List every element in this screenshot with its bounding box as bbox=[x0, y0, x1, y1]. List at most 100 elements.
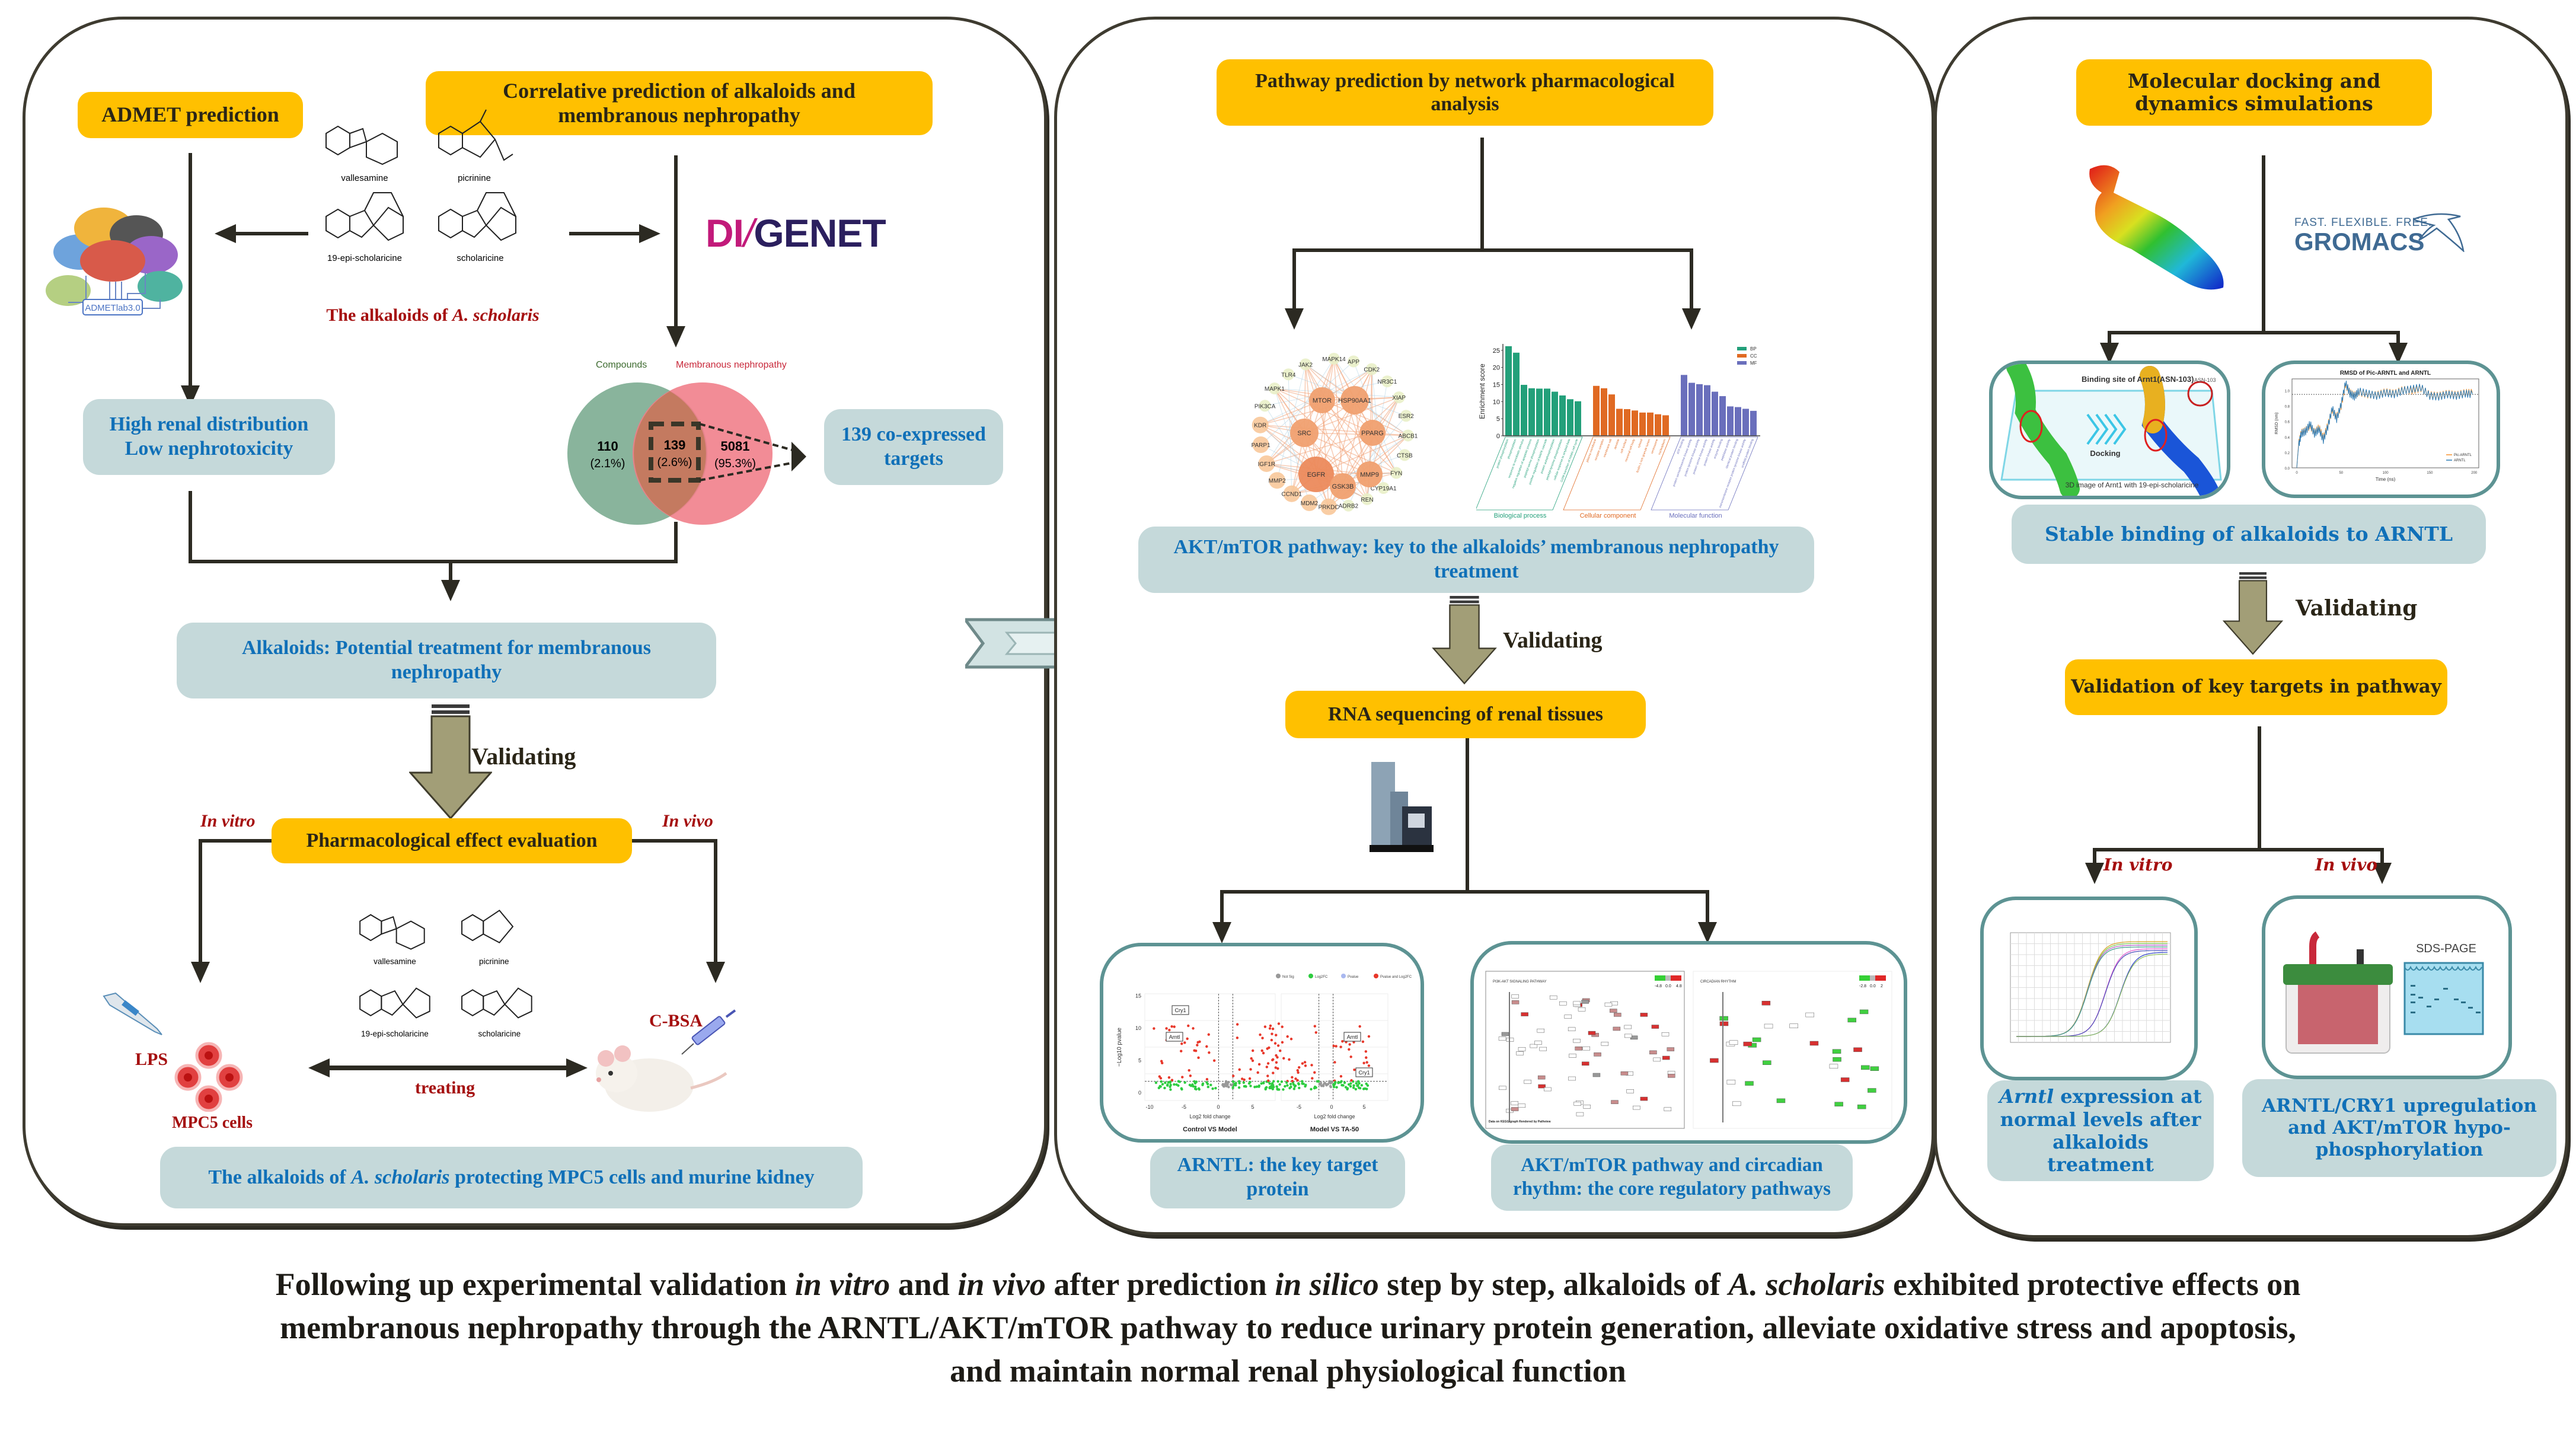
kegg-gene-node bbox=[1538, 1076, 1545, 1079]
gromacs-logo: FAST. FLEXIBLE. FREE. GROMACS bbox=[2294, 216, 2460, 254]
kegg-gene-node bbox=[1594, 1052, 1601, 1056]
protein-surface-icon bbox=[2078, 160, 2238, 296]
volcano-point bbox=[1249, 1077, 1251, 1080]
x-tick-label: -5 bbox=[1182, 1104, 1186, 1110]
network-node-label: CTSB bbox=[1397, 452, 1413, 459]
bar-mf bbox=[1742, 409, 1749, 436]
rmsd-chart-box: RMSD of Pic-ARNTL and ARNTL0.00.20.40.60… bbox=[2262, 361, 2500, 498]
kegg-gene-node bbox=[1569, 1077, 1576, 1080]
volcano-point bbox=[1198, 1088, 1201, 1090]
kegg-gene-node bbox=[1511, 1102, 1518, 1105]
kegg-scale-swatch bbox=[1676, 975, 1679, 981]
docking-caption: 3D image of Arnt1 with 19-epi-scholarici… bbox=[2066, 481, 2199, 489]
volcano-point bbox=[1206, 1078, 1208, 1080]
x-tick-label: -5 bbox=[1297, 1104, 1301, 1110]
bar-cc bbox=[1624, 409, 1630, 436]
kegg-gene-node bbox=[1550, 996, 1557, 999]
x-tick-label: cytosol bbox=[1637, 439, 1643, 449]
volcano-point bbox=[1155, 1082, 1157, 1084]
kegg-gene-node bbox=[1633, 1106, 1640, 1109]
venn-left-pct: (2.1%) bbox=[590, 457, 625, 470]
volcano-title-right: Model VS TA-50 bbox=[1310, 1126, 1359, 1133]
y-tick-label: 0.2 bbox=[2285, 452, 2290, 455]
volcano-point bbox=[1304, 1064, 1307, 1067]
volcano-point bbox=[1365, 1083, 1367, 1085]
legend-dot bbox=[1341, 974, 1346, 978]
kegg-gene-node bbox=[1662, 1032, 1669, 1036]
venn-mid-pct: (2.6%) bbox=[657, 456, 692, 469]
volcano-point bbox=[1282, 1088, 1284, 1090]
kegg-gene-node bbox=[1654, 1058, 1661, 1061]
kegg-scale-swatch bbox=[1878, 975, 1881, 981]
network-hub-label: HSP90AA1 bbox=[1338, 397, 1371, 404]
kegg-gene-node bbox=[1745, 1082, 1754, 1086]
arrow-head bbox=[566, 1058, 588, 1077]
kegg-gene-node bbox=[1664, 1108, 1671, 1111]
volcano-point bbox=[1227, 1081, 1230, 1083]
connector bbox=[1292, 248, 1693, 252]
volcano-title-left: Control VS Model bbox=[1183, 1126, 1237, 1133]
volcano-point bbox=[1168, 1029, 1170, 1031]
kegg-gene-node bbox=[1841, 1077, 1849, 1082]
group-label: Biological process bbox=[1494, 512, 1547, 519]
kegg-gene-node bbox=[1763, 1061, 1771, 1065]
volcano-point bbox=[1201, 1084, 1204, 1086]
kegg-gene-node bbox=[1573, 1001, 1581, 1005]
volcano-point bbox=[1207, 1086, 1209, 1088]
connector bbox=[569, 232, 640, 235]
kegg-gene-node bbox=[1530, 1044, 1537, 1048]
legend-swatch-cc bbox=[1737, 354, 1747, 358]
arrow-head bbox=[791, 442, 806, 471]
y-tick-label: 10 bbox=[1135, 1025, 1141, 1031]
kegg-scale-swatch bbox=[1870, 975, 1873, 981]
volcano-point bbox=[1208, 1051, 1210, 1054]
volcano-point bbox=[1249, 1081, 1251, 1083]
volcano-point bbox=[1208, 1034, 1210, 1036]
kegg-scale-swatch bbox=[1663, 975, 1666, 981]
connector bbox=[2093, 848, 2383, 851]
x-tick-label: 100 bbox=[2383, 471, 2389, 475]
caption-line-2: membranous nephropathy through the ARNTL… bbox=[0, 1306, 2576, 1350]
volcano-point bbox=[1244, 1085, 1247, 1087]
connector bbox=[234, 232, 308, 235]
chart-title: RMSD of Pic-ARNTL and ARNTL bbox=[2340, 370, 2431, 377]
bar-cc bbox=[1647, 413, 1654, 436]
volcano-point bbox=[1357, 1080, 1359, 1083]
volcano-point bbox=[1334, 1081, 1336, 1083]
in-vivo-label: In vivo bbox=[2315, 855, 2377, 875]
bar-mf bbox=[1750, 411, 1757, 436]
kegg-gene-node bbox=[1640, 1013, 1648, 1016]
volcano-point bbox=[1281, 1041, 1284, 1044]
volcano-point bbox=[1342, 1084, 1344, 1086]
alkaloid-name-picrinine: picrinine bbox=[479, 957, 509, 966]
callout-label: Arntl bbox=[1347, 1034, 1358, 1040]
connector bbox=[1466, 738, 1469, 894]
connector bbox=[674, 155, 678, 333]
volcano-point bbox=[1271, 1039, 1273, 1041]
x-tick-label: ATP binding bbox=[1677, 438, 1686, 454]
admetlab-icon: ADMETlab3.0 bbox=[39, 181, 187, 317]
volcano-point bbox=[1314, 1025, 1316, 1027]
volcano-point bbox=[1195, 1080, 1198, 1083]
kegg-gene-node bbox=[1559, 1001, 1566, 1005]
kegg-gene-node bbox=[1578, 1007, 1585, 1011]
caption-line-3: and maintain normal renal physiological … bbox=[0, 1350, 2576, 1393]
x-tick-label: 0 bbox=[2296, 471, 2298, 475]
validating-label: Validating bbox=[471, 742, 576, 770]
volcano-point bbox=[1238, 1068, 1241, 1071]
network-node-label: XIAP bbox=[1392, 395, 1406, 401]
kegg-scale-swatch bbox=[1868, 975, 1870, 981]
kegg-gene-node bbox=[1574, 1102, 1581, 1105]
volcano-point bbox=[1252, 1060, 1254, 1062]
docking-image-box: Binding site of Arnt1(ASN-103) Docking 3… bbox=[1989, 361, 2230, 499]
volcano-point bbox=[1362, 1041, 1364, 1043]
volcano-point bbox=[1250, 1057, 1252, 1060]
x-tick-label: 5 bbox=[1362, 1104, 1365, 1110]
kegg-gene-node bbox=[1611, 1101, 1618, 1104]
y-axis-label: −Log10 pvalue bbox=[1116, 1028, 1123, 1067]
bar-bp bbox=[1505, 346, 1512, 436]
network-hub-label: PPARG bbox=[1361, 430, 1384, 437]
bar-cc bbox=[1655, 414, 1661, 436]
arrow-head bbox=[1212, 922, 1231, 943]
kegg-gene-node bbox=[1652, 1025, 1659, 1029]
